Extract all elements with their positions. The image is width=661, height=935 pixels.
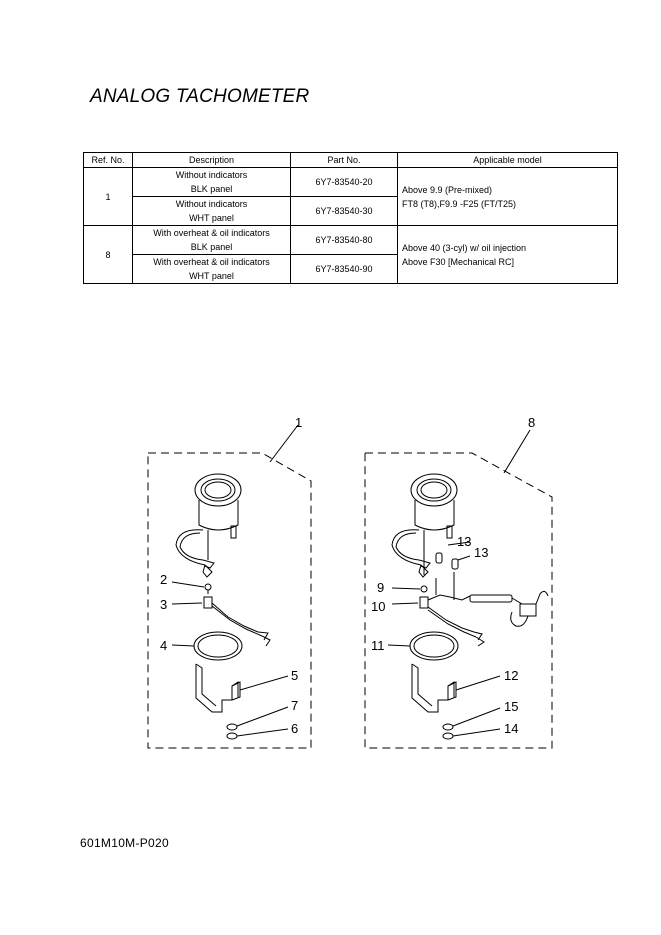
- description-line: With overheat & oil indicators: [153, 228, 270, 238]
- callout-socket-10: 10: [371, 599, 385, 614]
- part-no-cell: 6Y7-83540-20: [290, 167, 398, 197]
- description-cell: With overheat & oil indicators WHT panel: [132, 254, 291, 284]
- model-line: Above F30 [Mechanical RC]: [402, 256, 515, 267]
- callout-bracket-5: 5: [291, 668, 298, 683]
- socket-cord-3: [171, 596, 271, 647]
- table-row: 1 Without indicators BLK panel 6Y7-83540…: [83, 167, 618, 226]
- callout-washer-7: 7: [291, 698, 298, 713]
- tachometer-gauge-1: [175, 473, 242, 578]
- model-line: FT8 (T8),F9.9 -F25 (FT/T25): [402, 198, 517, 209]
- model-line: Above 9.9 (Pre-mixed): [402, 184, 493, 195]
- callout-socket-3: 3: [160, 597, 167, 612]
- bracket-12: [411, 663, 501, 713]
- part-no-cell: 6Y7-83540-80: [290, 225, 398, 255]
- callout-bracket-12: 12: [504, 668, 518, 683]
- applicable-model-cell: Above 40 (3-cyl) w/ oil injection Above …: [397, 225, 618, 284]
- bulb-9: [391, 585, 428, 593]
- description-line: BLK panel: [190, 242, 233, 252]
- callout-washer-15: 15: [504, 699, 518, 714]
- ring-11: [387, 631, 459, 661]
- callout-plug-13a: 13: [457, 534, 471, 549]
- description-line: BLK panel: [190, 184, 233, 194]
- description-line: With overheat & oil indicators: [153, 257, 270, 267]
- description-cell: Without indicators WHT panel: [132, 196, 291, 226]
- plug-13a: [435, 541, 471, 564]
- assembly-1-frame: [147, 424, 312, 749]
- washer-7: [226, 706, 289, 731]
- description-line: WHT panel: [189, 271, 234, 281]
- socket-harness-10: [391, 572, 549, 647]
- table-row: Without indicators WHT panel 6Y7-83540-3…: [84, 196, 618, 226]
- callout-plug-13b: 13: [474, 545, 488, 560]
- plug-13b: [451, 555, 471, 570]
- washer-15: [442, 707, 501, 731]
- ref-no-cell: 1: [83, 167, 133, 226]
- tachometer-gauge-8: [391, 473, 458, 578]
- bulb-2: [171, 581, 212, 594]
- model-line: Above 40 (3-cyl) w/ oil injection: [402, 242, 527, 253]
- description-line: Without indicators: [175, 170, 248, 180]
- callout-bulb-2: 2: [160, 572, 167, 587]
- part-no-cell: 6Y7-83540-30: [290, 196, 398, 226]
- page-title: ANALOG TACHOMETER: [90, 86, 310, 107]
- callout-nut-6: 6: [291, 721, 298, 736]
- description-line: Without indicators: [175, 199, 248, 209]
- assembly-8-frame: [364, 429, 553, 749]
- nut-14: [442, 728, 501, 740]
- callout-nut-14: 14: [504, 721, 518, 736]
- table-row: 8 With overheat & oil indicators BLK pan…: [83, 225, 618, 284]
- description-cell: Without indicators BLK panel: [132, 167, 291, 197]
- callout-ref-1: 1: [295, 415, 302, 430]
- table-row: With overheat & oil indicators WHT panel…: [84, 254, 618, 284]
- callout-bulb-9: 9: [377, 580, 384, 595]
- callout-ring-4: 4: [160, 638, 167, 653]
- ring-4: [171, 631, 243, 661]
- nut-6: [226, 728, 289, 740]
- ref-no-cell: 8: [83, 225, 133, 284]
- part-no-cell: 6Y7-83540-90: [290, 254, 398, 284]
- document-code: 601M10M-P020: [80, 836, 169, 850]
- description-line: WHT panel: [189, 213, 234, 223]
- callout-ring-11: 11: [371, 638, 385, 653]
- bracket-5: [195, 663, 289, 713]
- parts-table: Ref. No. Description Part No. Applicable…: [83, 152, 618, 284]
- callout-ref-8: 8: [528, 415, 535, 430]
